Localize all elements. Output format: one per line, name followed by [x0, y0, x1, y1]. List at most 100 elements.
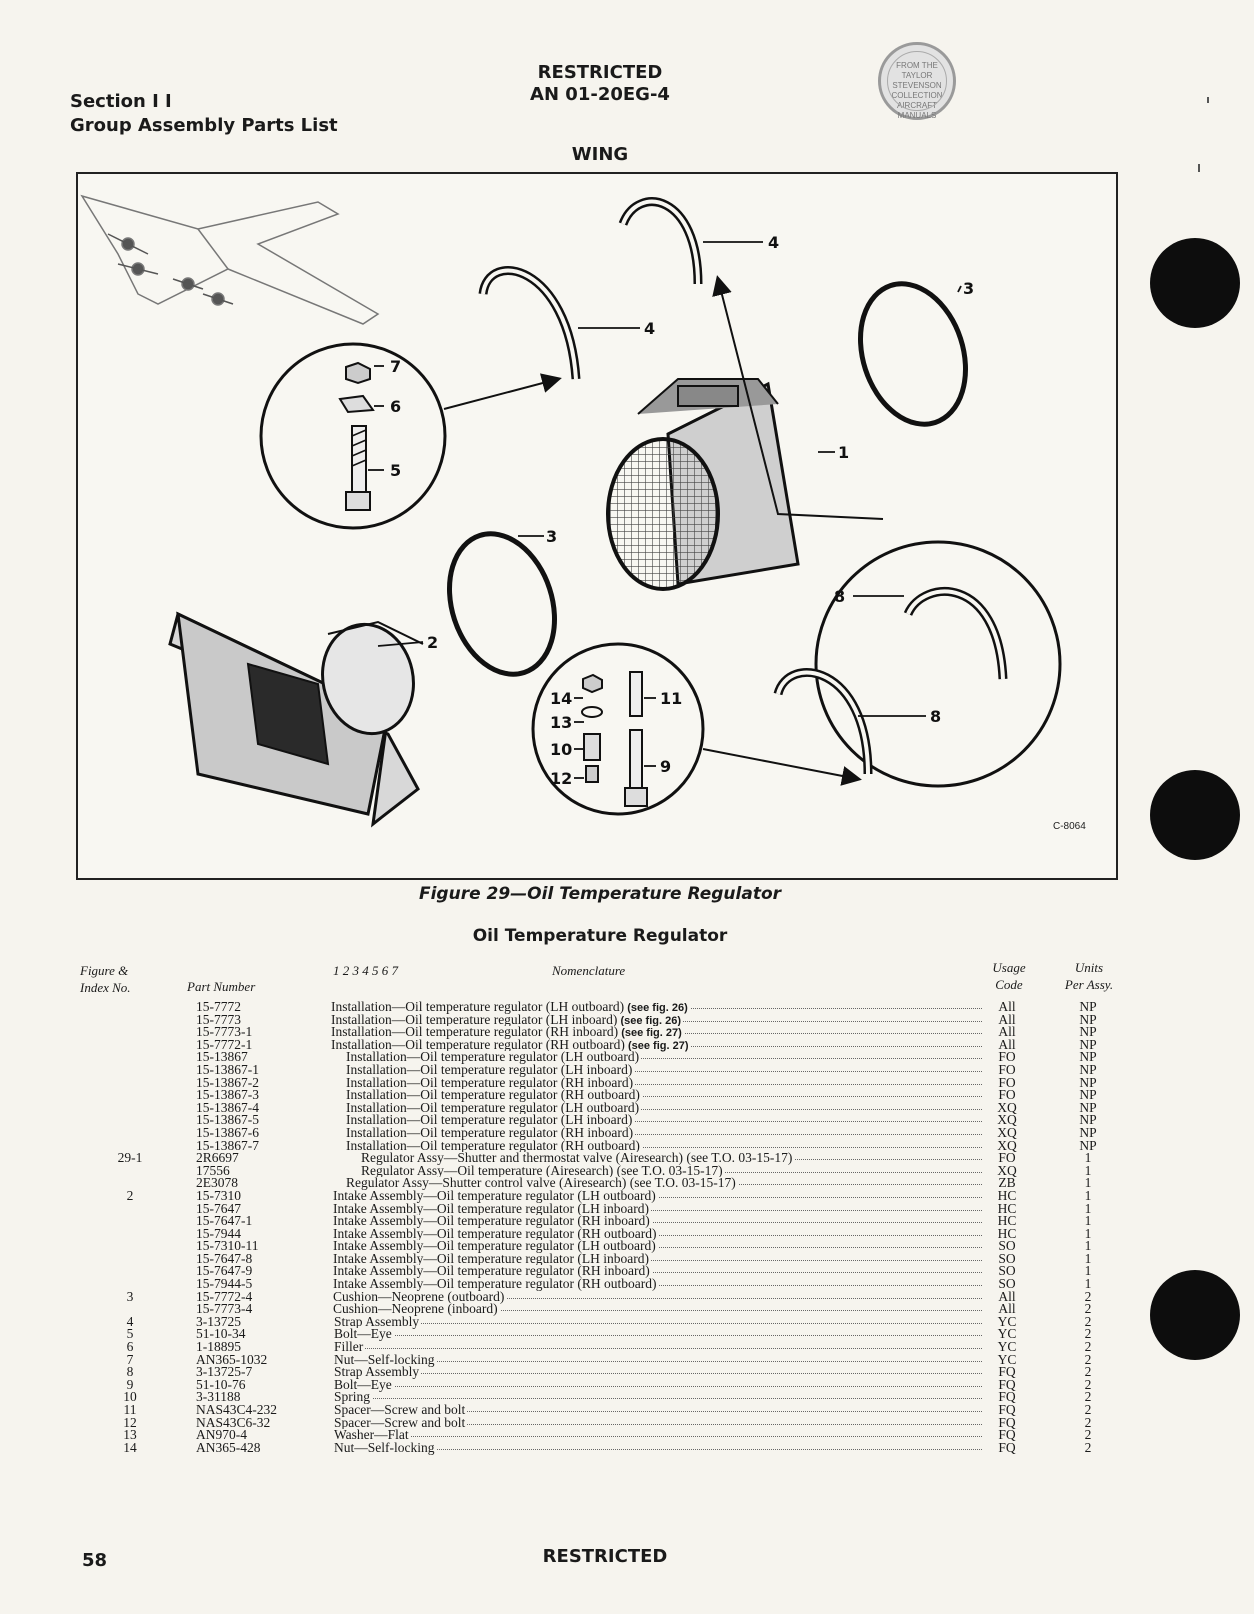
- part-number-cell: 3-31188: [196, 1389, 241, 1405]
- nomenclature-label: Bolt—Eye: [334, 1326, 392, 1342]
- units-cell: 2: [1084, 1339, 1092, 1355]
- callout-label: 5: [390, 461, 401, 480]
- usage-code-cell: All: [998, 1301, 1016, 1317]
- nomenclature-text: Installation—Oil temperature regulator (…: [346, 1075, 636, 1091]
- part-number-cell: 15-7772: [196, 999, 241, 1014]
- col-header-units: Units Per Assy.: [1064, 960, 1114, 992]
- leader-dots: [336, 1436, 982, 1438]
- usage-code-cell: YC: [997, 1351, 1017, 1367]
- leader-dots: [335, 1247, 982, 1249]
- nomenclature-text: Installation—Oil temperature regulator (…: [331, 1024, 684, 1040]
- airplane-locator-icon: [80, 194, 380, 325]
- page-mark: [1207, 97, 1209, 103]
- part-number-cell: 51-10-34: [196, 1326, 246, 1342]
- nomenclature-label: Intake Assembly—Oil temperature regulato…: [333, 1276, 657, 1292]
- units-cell: 2: [1084, 1364, 1092, 1380]
- nomenclature-label: Installation—Oil temperature regulator (…: [331, 1024, 619, 1040]
- nomenclature-text: Bolt—Eye: [334, 1326, 394, 1343]
- part-number-cell: 15-7647-8: [196, 1250, 253, 1266]
- nomenclature-text: Installation—Oil temperature regulator (…: [346, 1088, 642, 1103]
- nomenclature-label: Installation—Oil temperature regulator (…: [331, 1036, 625, 1052]
- eye-bolt-icon: [345, 425, 371, 511]
- strap-assembly-drawing: [618, 197, 703, 285]
- nomenclature-label: Cushion—Neoprene (outboard): [333, 1288, 505, 1304]
- stamp-ring: [887, 51, 947, 111]
- nomenclature-text: Installation—Oil temperature regulator (…: [346, 1124, 636, 1141]
- usage-code-cell: FQ: [998, 1364, 1016, 1380]
- filler-icon: [338, 394, 375, 414]
- callout-label: 6: [390, 397, 401, 416]
- nomenclature-text: Regulator Assy—Shutter control valve (Ai…: [346, 1175, 738, 1191]
- units-cell: 2: [1084, 1351, 1092, 1367]
- nomenclature-label: Intake Assembly—Oil temperature regulato…: [333, 1238, 656, 1254]
- usage-code-cell: FO: [998, 1049, 1016, 1065]
- nomenclature-label: Installation—Oil temperature regulator (…: [346, 1124, 634, 1140]
- index-cell: 7: [126, 1351, 134, 1367]
- leader-dots: [336, 1360, 982, 1362]
- nomenclature-text: Intake Assembly—Oil temperature regulato…: [333, 1214, 652, 1229]
- page-number: 58: [82, 1550, 108, 1571]
- nomenclature-label: Strap Assembly: [334, 1313, 420, 1329]
- leader-dots: [336, 1348, 982, 1350]
- usage-code-cell: SO: [998, 1238, 1016, 1254]
- part-number-cell: 15-13867-7: [196, 1137, 259, 1153]
- part-number-cell: NAS43C6-32: [196, 1414, 271, 1430]
- part-number-cell: 15-7310-11: [196, 1238, 259, 1254]
- col-header-usage-code: Usage Code: [992, 960, 1026, 992]
- nomenclature-label: Intake Assembly—Oil temperature regulato…: [333, 1263, 650, 1279]
- part-number-cell: 17556: [196, 1162, 230, 1178]
- nomenclature-label: Spring: [334, 1389, 371, 1405]
- usage-code-cell: YC: [997, 1313, 1017, 1329]
- units-cell: 1: [1084, 1162, 1092, 1178]
- units-cell: 1: [1084, 1250, 1092, 1266]
- figure-reference: (see fig. 26): [624, 1002, 688, 1014]
- nomenclature-label: Regulator Assy—Shutter control valve (Ai…: [346, 1175, 736, 1191]
- nomenclature-text: Intake Assembly—Oil temperature regulato…: [333, 1263, 652, 1280]
- units-cell: 1: [1084, 1150, 1092, 1166]
- usage-code-cell: XQ: [997, 1099, 1017, 1115]
- units-cell: NP: [1079, 1112, 1097, 1128]
- section-header: Section I I Group Assembly Parts List: [70, 90, 338, 138]
- doc-number: AN 01-20EG-4: [530, 84, 670, 105]
- usage-code-cell: All: [998, 1036, 1016, 1052]
- callout-label: 10: [550, 740, 572, 759]
- part-number-cell: 15-7773-1: [196, 1024, 253, 1040]
- figure-reference: (see fig. 27): [624, 1039, 689, 1052]
- callout-label: 13: [550, 713, 572, 732]
- units-cell: 2: [1084, 1414, 1092, 1430]
- doc-header: RESTRICTED AN 01-20EG-4: [0, 62, 1200, 106]
- usage-code-cell: FO: [998, 1074, 1016, 1090]
- units-cell: 1: [1084, 1263, 1092, 1279]
- leader-dots: [348, 1146, 982, 1148]
- callout-label: 3: [546, 527, 557, 546]
- part-number-cell: 15-7944: [196, 1225, 241, 1241]
- units-cell: NP: [1079, 1024, 1097, 1040]
- spacer-bolt-icons: [581, 671, 648, 807]
- callout-label: 1: [838, 443, 849, 462]
- nomenclature-label: Strap Assembly: [334, 1364, 420, 1380]
- nomenclature-text: Cushion—Neoprene (outboard): [333, 1288, 507, 1305]
- callout-label: 4: [768, 233, 779, 252]
- nomenclature-label: Washer—Flat: [334, 1427, 409, 1443]
- usage-code-cell: FO: [998, 1061, 1016, 1077]
- usage-code-cell: FQ: [998, 1402, 1016, 1417]
- units-cell: 1: [1084, 1225, 1092, 1241]
- stamp-line: MANUALS: [897, 111, 937, 120]
- part-number-cell: NAS43C4-232: [196, 1402, 278, 1417]
- usage-code-cell: XQ: [997, 1112, 1017, 1128]
- usage-code-cell: All: [998, 999, 1016, 1014]
